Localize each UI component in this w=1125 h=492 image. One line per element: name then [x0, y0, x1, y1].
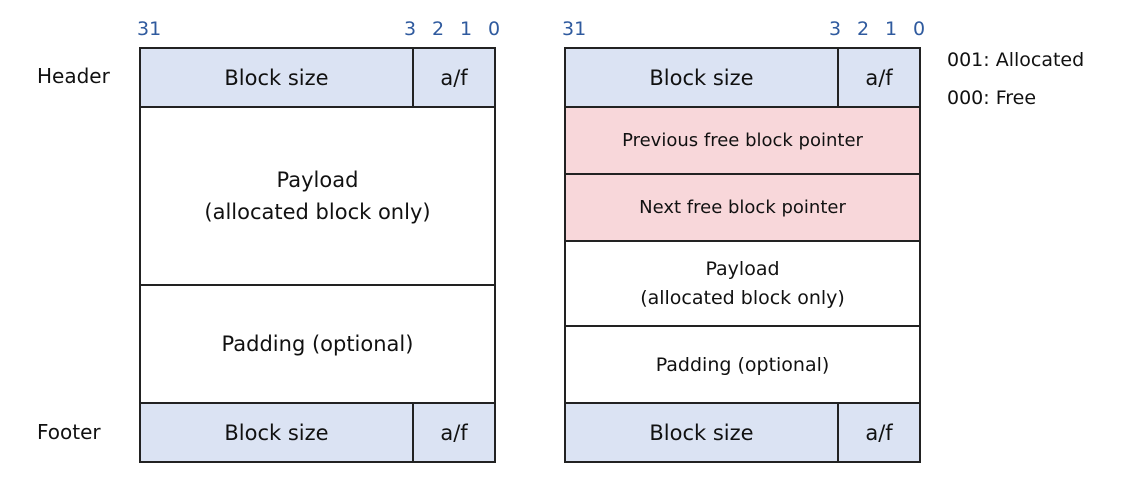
block-size-text: Block size [224, 420, 329, 445]
payload-subtitle: (allocated block only) [640, 286, 845, 309]
left-padding-block: Padding (optional) [139, 284, 496, 404]
bit-label-31: 31 [562, 18, 587, 40]
right-header-flag: a/f [837, 47, 921, 108]
header-label: Header [37, 64, 110, 88]
left-header-block-size: Block size [139, 47, 414, 108]
right-footer-block-size: Block size [564, 402, 839, 463]
next-pointer-text: Next free block pointer [639, 197, 846, 218]
flag-text: a/f [865, 65, 893, 90]
payload-title: Payload [705, 257, 780, 280]
bit-label-0: 0 [913, 18, 926, 40]
left-footer-flag: a/f [412, 402, 496, 463]
previous-free-block-pointer: Previous free block pointer [564, 106, 921, 175]
block-size-text: Block size [649, 65, 754, 90]
bit-label-2: 2 [857, 18, 870, 40]
block-size-text: Block size [224, 65, 329, 90]
footer-label: Footer [37, 420, 101, 444]
padding-text: Padding (optional) [221, 332, 414, 356]
bit-label-1: 1 [885, 18, 898, 40]
padding-text: Padding (optional) [655, 353, 830, 376]
flag-text: a/f [440, 65, 468, 90]
block-size-text: Block size [649, 420, 754, 445]
bit-label-3: 3 [829, 18, 842, 40]
bit-label-3: 3 [404, 18, 417, 40]
right-padding-block: Padding (optional) [564, 325, 921, 404]
legend-free: 000: Free [947, 87, 1037, 109]
left-payload-block: Payload (allocated block only) [139, 106, 496, 286]
flag-text: a/f [440, 420, 468, 445]
left-footer-block-size: Block size [139, 402, 414, 463]
next-free-block-pointer: Next free block pointer [564, 173, 921, 242]
payload-title: Payload [276, 168, 359, 192]
bit-label-0: 0 [488, 18, 501, 40]
bit-label-1: 1 [460, 18, 473, 40]
left-header-flag: a/f [412, 47, 496, 108]
flag-text: a/f [865, 420, 893, 445]
bit-label-31: 31 [137, 18, 162, 40]
prev-pointer-text: Previous free block pointer [622, 130, 863, 151]
payload-subtitle: (allocated block only) [204, 200, 431, 224]
legend-allocated: 001: Allocated [947, 49, 1085, 71]
right-payload-block: Payload (allocated block only) [564, 240, 921, 327]
bit-label-2: 2 [432, 18, 445, 40]
right-footer-flag: a/f [837, 402, 921, 463]
right-header-block-size: Block size [564, 47, 839, 108]
